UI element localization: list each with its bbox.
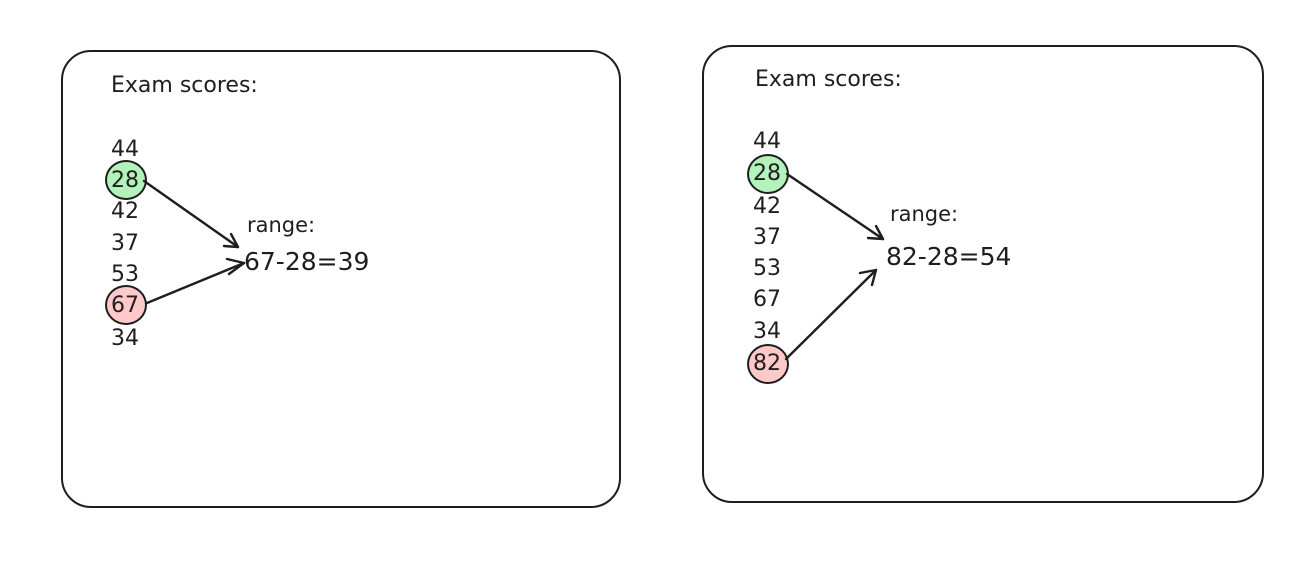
panel-2-score-max: 82 — [753, 351, 781, 376]
panel-2-score: 44 — [753, 129, 781, 154]
panel-1-min-highlight — [105, 160, 147, 200]
panel-1-score-min: 28 — [111, 168, 139, 193]
panel-2-range-expression: 82-28=54 — [886, 242, 1012, 271]
panel-2-score-min: 28 — [753, 161, 781, 186]
panel-2-score: 42 — [753, 194, 781, 219]
panel-1-score: 42 — [111, 199, 139, 224]
panel-2-score: 34 — [753, 319, 781, 344]
panel-1-range-label: range: — [247, 213, 316, 237]
panel-1-range-expression: 67-28=39 — [244, 247, 370, 276]
panel-2-title: Exam scores: — [755, 67, 902, 92]
panel-1-max-highlight — [105, 285, 147, 325]
panel-2-score: 53 — [753, 256, 781, 281]
panel-2-range-label: range: — [890, 202, 959, 226]
panel-1 — [61, 50, 621, 508]
panel-2-score: 37 — [753, 225, 781, 250]
panel-2-max-highlight — [747, 344, 789, 384]
panel-1-title: Exam scores: — [111, 73, 258, 98]
panel-2-min-highlight — [747, 154, 789, 194]
panel-1-score: 53 — [111, 262, 139, 287]
panel-1-score-max: 67 — [111, 293, 139, 318]
panel-1-score: 37 — [111, 231, 139, 256]
panel-2-score: 67 — [753, 287, 781, 312]
panel-2 — [702, 45, 1264, 503]
panel-1-score: 34 — [111, 326, 139, 351]
panel-1-score: 44 — [111, 137, 139, 162]
